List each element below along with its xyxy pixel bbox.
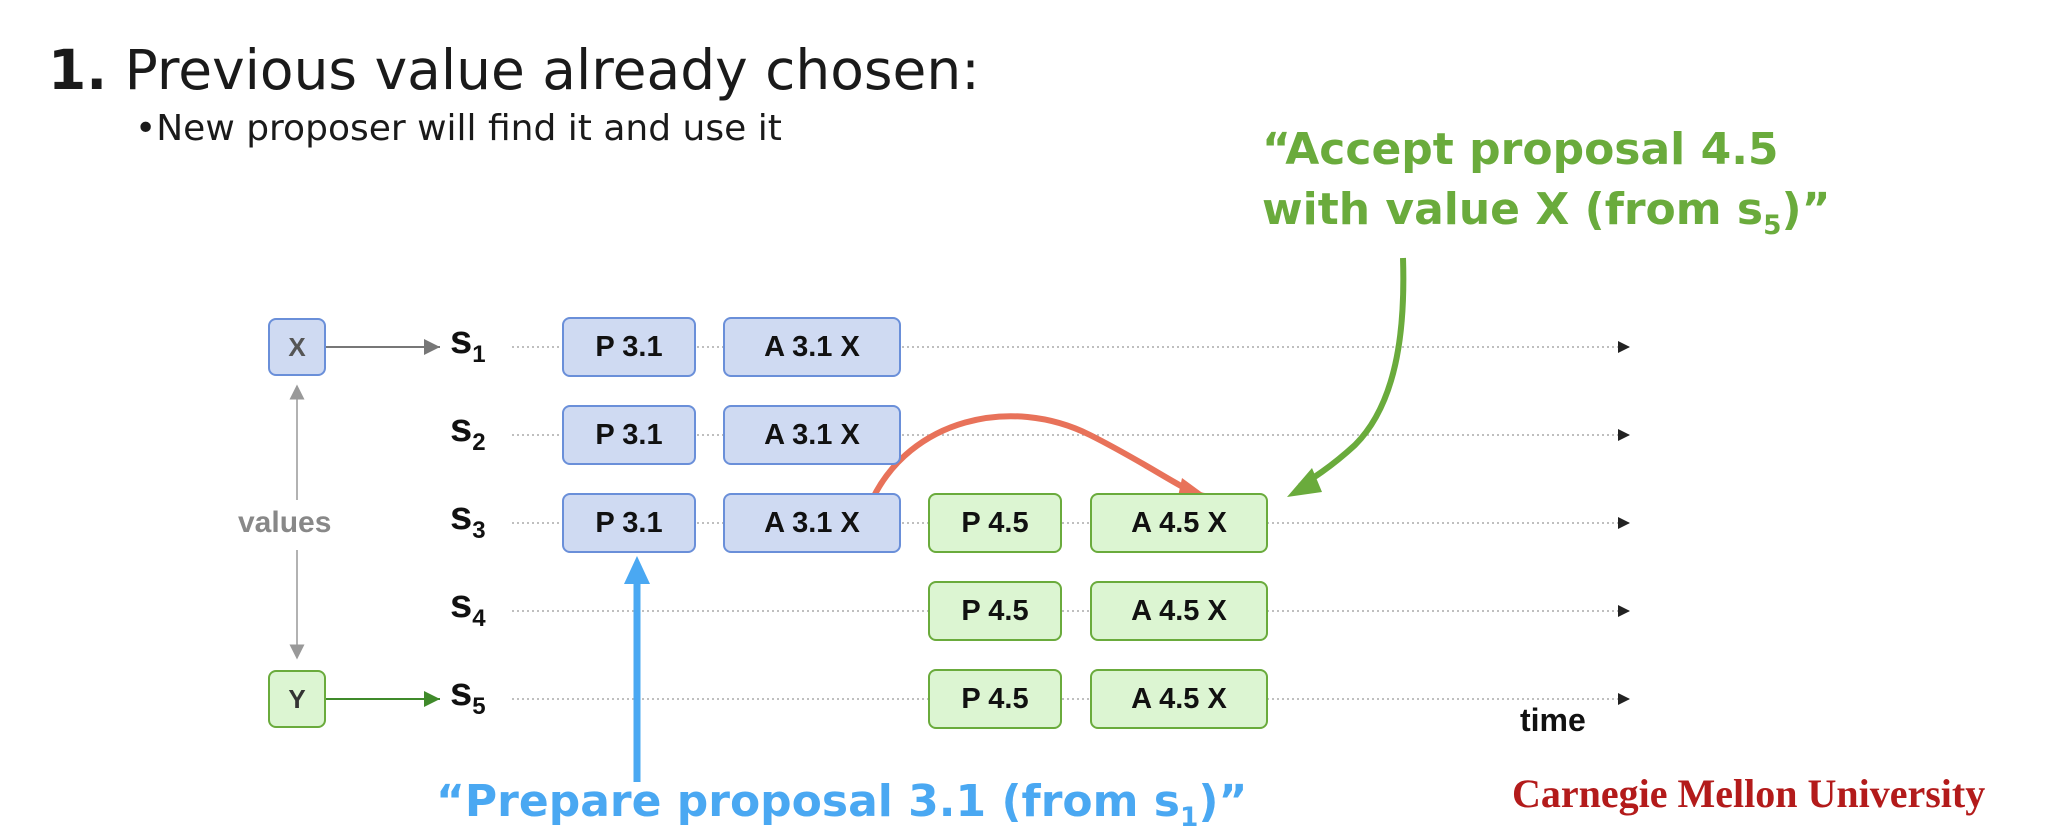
server-s3: s3 xyxy=(450,494,486,545)
server-s1: s1 xyxy=(450,318,486,369)
accept-line-2-end: )” xyxy=(1781,184,1831,235)
msg-s3-p45: P 4.5 xyxy=(928,493,1062,553)
university-logo: Carnegie Mellon University xyxy=(1512,771,1986,816)
msg-s1-p31: P 3.1 xyxy=(562,317,696,377)
msg-s3-a31x: A 3.1 X xyxy=(723,493,901,553)
bullet-point: •New proposer will find it and use it xyxy=(135,108,782,149)
prepare-annotation: “Prepare proposal 3.1 (from s1)” xyxy=(436,776,1247,833)
msg-s3-p31: P 3.1 xyxy=(562,493,696,553)
msg-s2-p31: P 3.1 xyxy=(562,405,696,465)
server-s4: s4 xyxy=(450,582,486,633)
msg-s3-a45x: A 4.5 X xyxy=(1090,493,1268,553)
server-s2-name: s xyxy=(450,406,473,450)
server-s3-sub: 3 xyxy=(472,517,486,544)
msg-s2-a31x: A 3.1 X xyxy=(723,405,901,465)
server-s1-name: s xyxy=(450,318,473,362)
accept-line-1: “Accept proposal 4.5 xyxy=(1262,124,1779,175)
msg-s5-a45x: A 4.5 X xyxy=(1090,669,1268,729)
server-s2-sub: 2 xyxy=(472,429,486,456)
prepare-end: )” xyxy=(1198,776,1248,827)
source-x-box: X xyxy=(268,318,326,376)
msg-s4-p45: P 4.5 xyxy=(928,581,1062,641)
red-arc xyxy=(869,413,1206,502)
prepare-text: “Prepare proposal 3.1 (from s xyxy=(436,776,1180,827)
server-s5-name: s xyxy=(450,670,473,714)
prepare-sub: 1 xyxy=(1179,801,1199,833)
blue-arrow-head xyxy=(624,556,650,584)
time-label: time xyxy=(1520,702,1586,738)
server-s4-sub: 4 xyxy=(472,605,486,632)
server-s5-sub: 5 xyxy=(472,693,486,720)
server-s1-sub: 1 xyxy=(472,341,486,368)
accept-line-2: with value X (from s5)” xyxy=(1262,180,1831,256)
server-s3-name: s xyxy=(450,494,473,538)
server-s2: s2 xyxy=(450,406,486,457)
msg-s4-a45x: A 4.5 X xyxy=(1090,581,1268,641)
accept-annotation: “Accept proposal 4.5 with value X (from … xyxy=(1262,120,1831,256)
server-s4-name: s xyxy=(450,582,473,626)
timelines xyxy=(512,341,1630,705)
green-arrow xyxy=(1298,257,1407,489)
green-arrow-head xyxy=(1287,468,1322,497)
slide-heading: 1. Previous value already chosen: xyxy=(48,38,980,102)
msg-s1-a31x: A 3.1 X xyxy=(723,317,901,377)
heading-text: Previous value already chosen: xyxy=(124,38,980,102)
bullet-text: New proposer will find it and use it xyxy=(156,108,782,149)
values-label: values xyxy=(238,506,332,539)
accept-line-2-sub: 5 xyxy=(1763,209,1782,241)
accept-line-2-text: with value X (from s xyxy=(1262,184,1764,235)
msg-s5-p45: P 4.5 xyxy=(928,669,1062,729)
source-y-box: Y xyxy=(268,670,326,728)
server-s5: s5 xyxy=(450,670,486,721)
heading-number: 1. xyxy=(48,38,108,102)
